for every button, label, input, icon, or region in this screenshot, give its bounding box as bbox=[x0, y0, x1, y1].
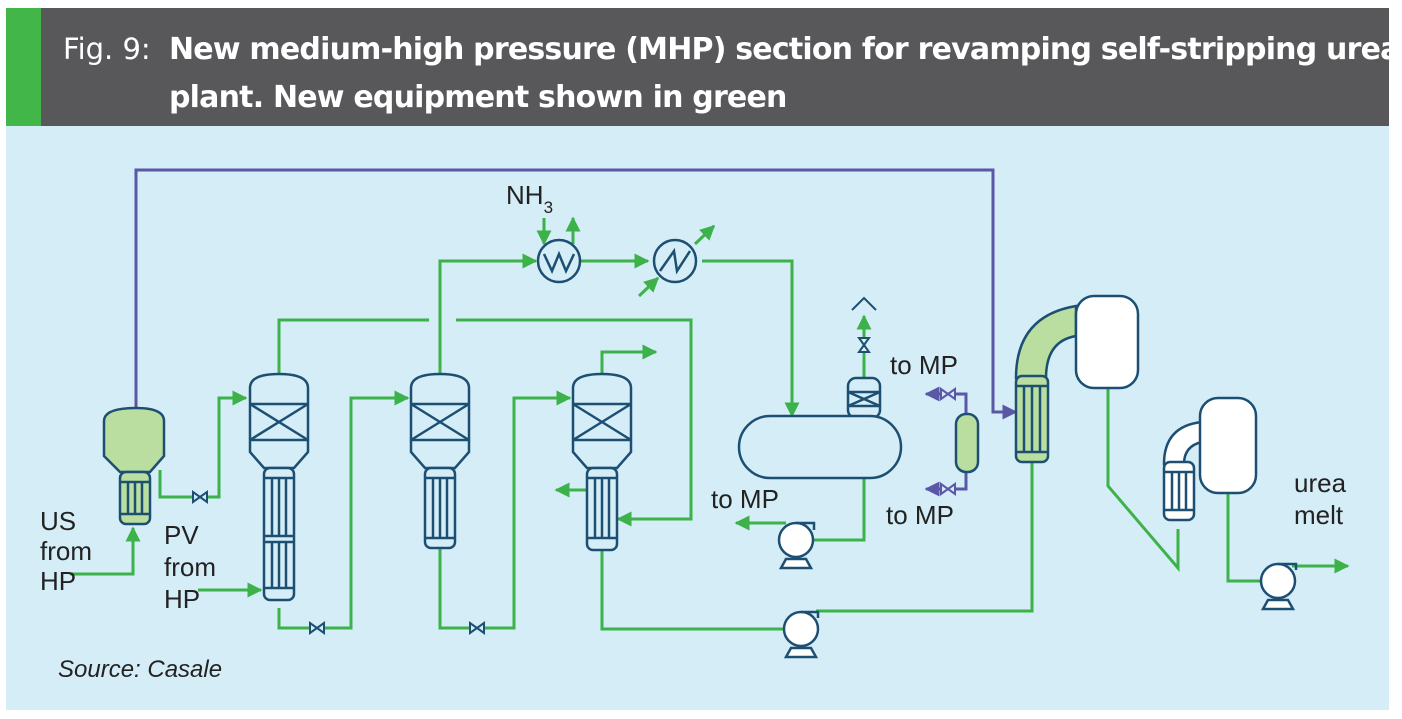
cooling-water-out bbox=[693, 224, 716, 246]
label-pv-hp: HP bbox=[164, 584, 200, 614]
new-piping bbox=[70, 216, 1350, 631]
source-caption: Source: Casale bbox=[58, 656, 223, 683]
new-valves bbox=[192, 337, 871, 635]
nh3-heater bbox=[536, 238, 582, 284]
label-nh3: NH3 bbox=[506, 180, 553, 217]
label-pv-from: from bbox=[164, 552, 216, 582]
figure-header: Fig. 9: New medium-high pressure (MHP) s… bbox=[6, 8, 1400, 126]
process-flow-diagram: US from HP PV from HP NH3 to MP to MP to… bbox=[6, 126, 1389, 710]
carbamate-recycle-line bbox=[134, 168, 1018, 420]
vent-cap-icon bbox=[851, 296, 877, 311]
column1-overhead-line bbox=[277, 318, 429, 374]
overhead-to-column3-line bbox=[456, 318, 693, 527]
line-to-mp-top bbox=[924, 386, 968, 414]
cooling-water-in bbox=[637, 276, 660, 298]
existing-valves bbox=[940, 387, 956, 496]
column1-to-column2-line bbox=[277, 390, 410, 630]
header-accent-bar bbox=[6, 8, 41, 126]
pump-column3-bottoms bbox=[782, 610, 820, 659]
figure-number: Fig. 9: bbox=[63, 32, 151, 66]
column2-to-column3-line bbox=[438, 390, 572, 630]
label-us: US bbox=[40, 506, 76, 536]
decomposer bbox=[1162, 396, 1258, 522]
column3-bottoms-line bbox=[600, 550, 786, 631]
column2-overhead-line bbox=[438, 253, 538, 374]
column-2 bbox=[409, 372, 471, 550]
us-feed-line bbox=[70, 526, 141, 576]
label-urea: urea bbox=[1294, 468, 1347, 498]
reactor-outlet-line bbox=[1106, 388, 1180, 573]
label-pv: PV bbox=[164, 520, 199, 550]
condenser bbox=[652, 238, 698, 284]
pump-urea-melt bbox=[1259, 562, 1298, 611]
label-to-mp-left: to MP bbox=[711, 484, 779, 514]
reactor bbox=[1074, 294, 1140, 390]
carbamate-condenser bbox=[1014, 304, 1078, 464]
column3-overhead-line bbox=[600, 344, 658, 374]
mp-separator bbox=[954, 412, 980, 474]
figure-title-line-1: New medium-high pressure (MHP) section f… bbox=[169, 32, 1400, 67]
existing-piping bbox=[134, 168, 1018, 497]
us-vessel bbox=[102, 406, 166, 526]
drum-bottoms-line bbox=[794, 478, 866, 548]
label-to-mp-bottom: to MP bbox=[886, 500, 954, 530]
valve-icon bbox=[469, 621, 485, 635]
vessel-to-column1-line bbox=[158, 390, 248, 499]
label-to-mp-top: to MP bbox=[890, 350, 958, 380]
column-3 bbox=[571, 372, 633, 552]
label-melt: melt bbox=[1294, 500, 1344, 530]
valve-icon bbox=[940, 387, 956, 401]
diagram-panel: US from HP PV from HP NH3 to MP to MP to… bbox=[6, 126, 1389, 710]
urea-melt-line-1 bbox=[1226, 493, 1262, 583]
valve-icon bbox=[192, 490, 208, 504]
label-us-from: from bbox=[40, 536, 92, 566]
separator-drum bbox=[737, 376, 903, 480]
pump-drum-bottoms bbox=[777, 521, 816, 570]
panel-background bbox=[6, 126, 1389, 710]
figure-title-line-2: plant. New equipment shown in green bbox=[169, 80, 787, 115]
label-us-hp: HP bbox=[40, 566, 76, 596]
pump-to-condenser-line bbox=[816, 456, 1034, 613]
valve-icon bbox=[309, 621, 325, 635]
valve-icon bbox=[940, 482, 956, 496]
column-1 bbox=[248, 372, 310, 602]
line-to-mp-bottom bbox=[924, 472, 968, 497]
valve-icon bbox=[857, 337, 871, 353]
equipment bbox=[102, 238, 1298, 659]
condenser-to-drum-line bbox=[702, 259, 800, 418]
